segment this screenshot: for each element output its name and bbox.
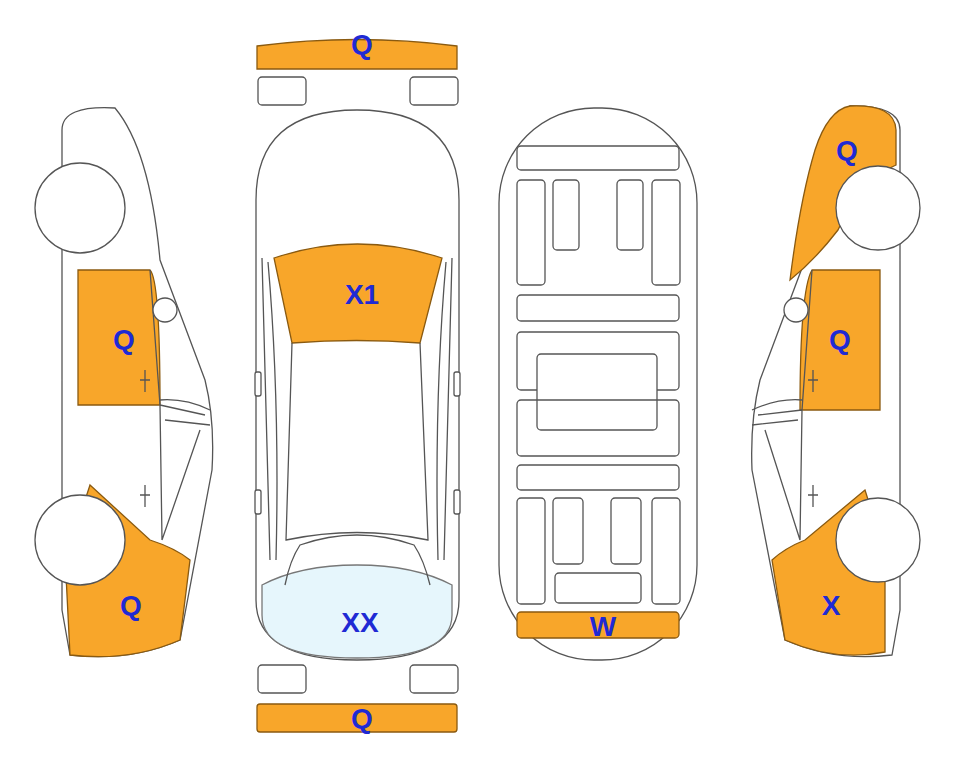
damage-code: Q xyxy=(120,592,142,620)
damage-code: Q xyxy=(836,137,858,165)
damage-code: Q xyxy=(113,326,135,354)
damage-code: W xyxy=(590,613,616,641)
damage-code: Q xyxy=(351,705,373,733)
damage-code: Q xyxy=(351,31,373,59)
damage-code: X1 xyxy=(345,281,379,309)
damage-code: Q xyxy=(829,326,851,354)
damage-code: XX xyxy=(341,609,378,637)
damage-code: X xyxy=(822,592,841,620)
